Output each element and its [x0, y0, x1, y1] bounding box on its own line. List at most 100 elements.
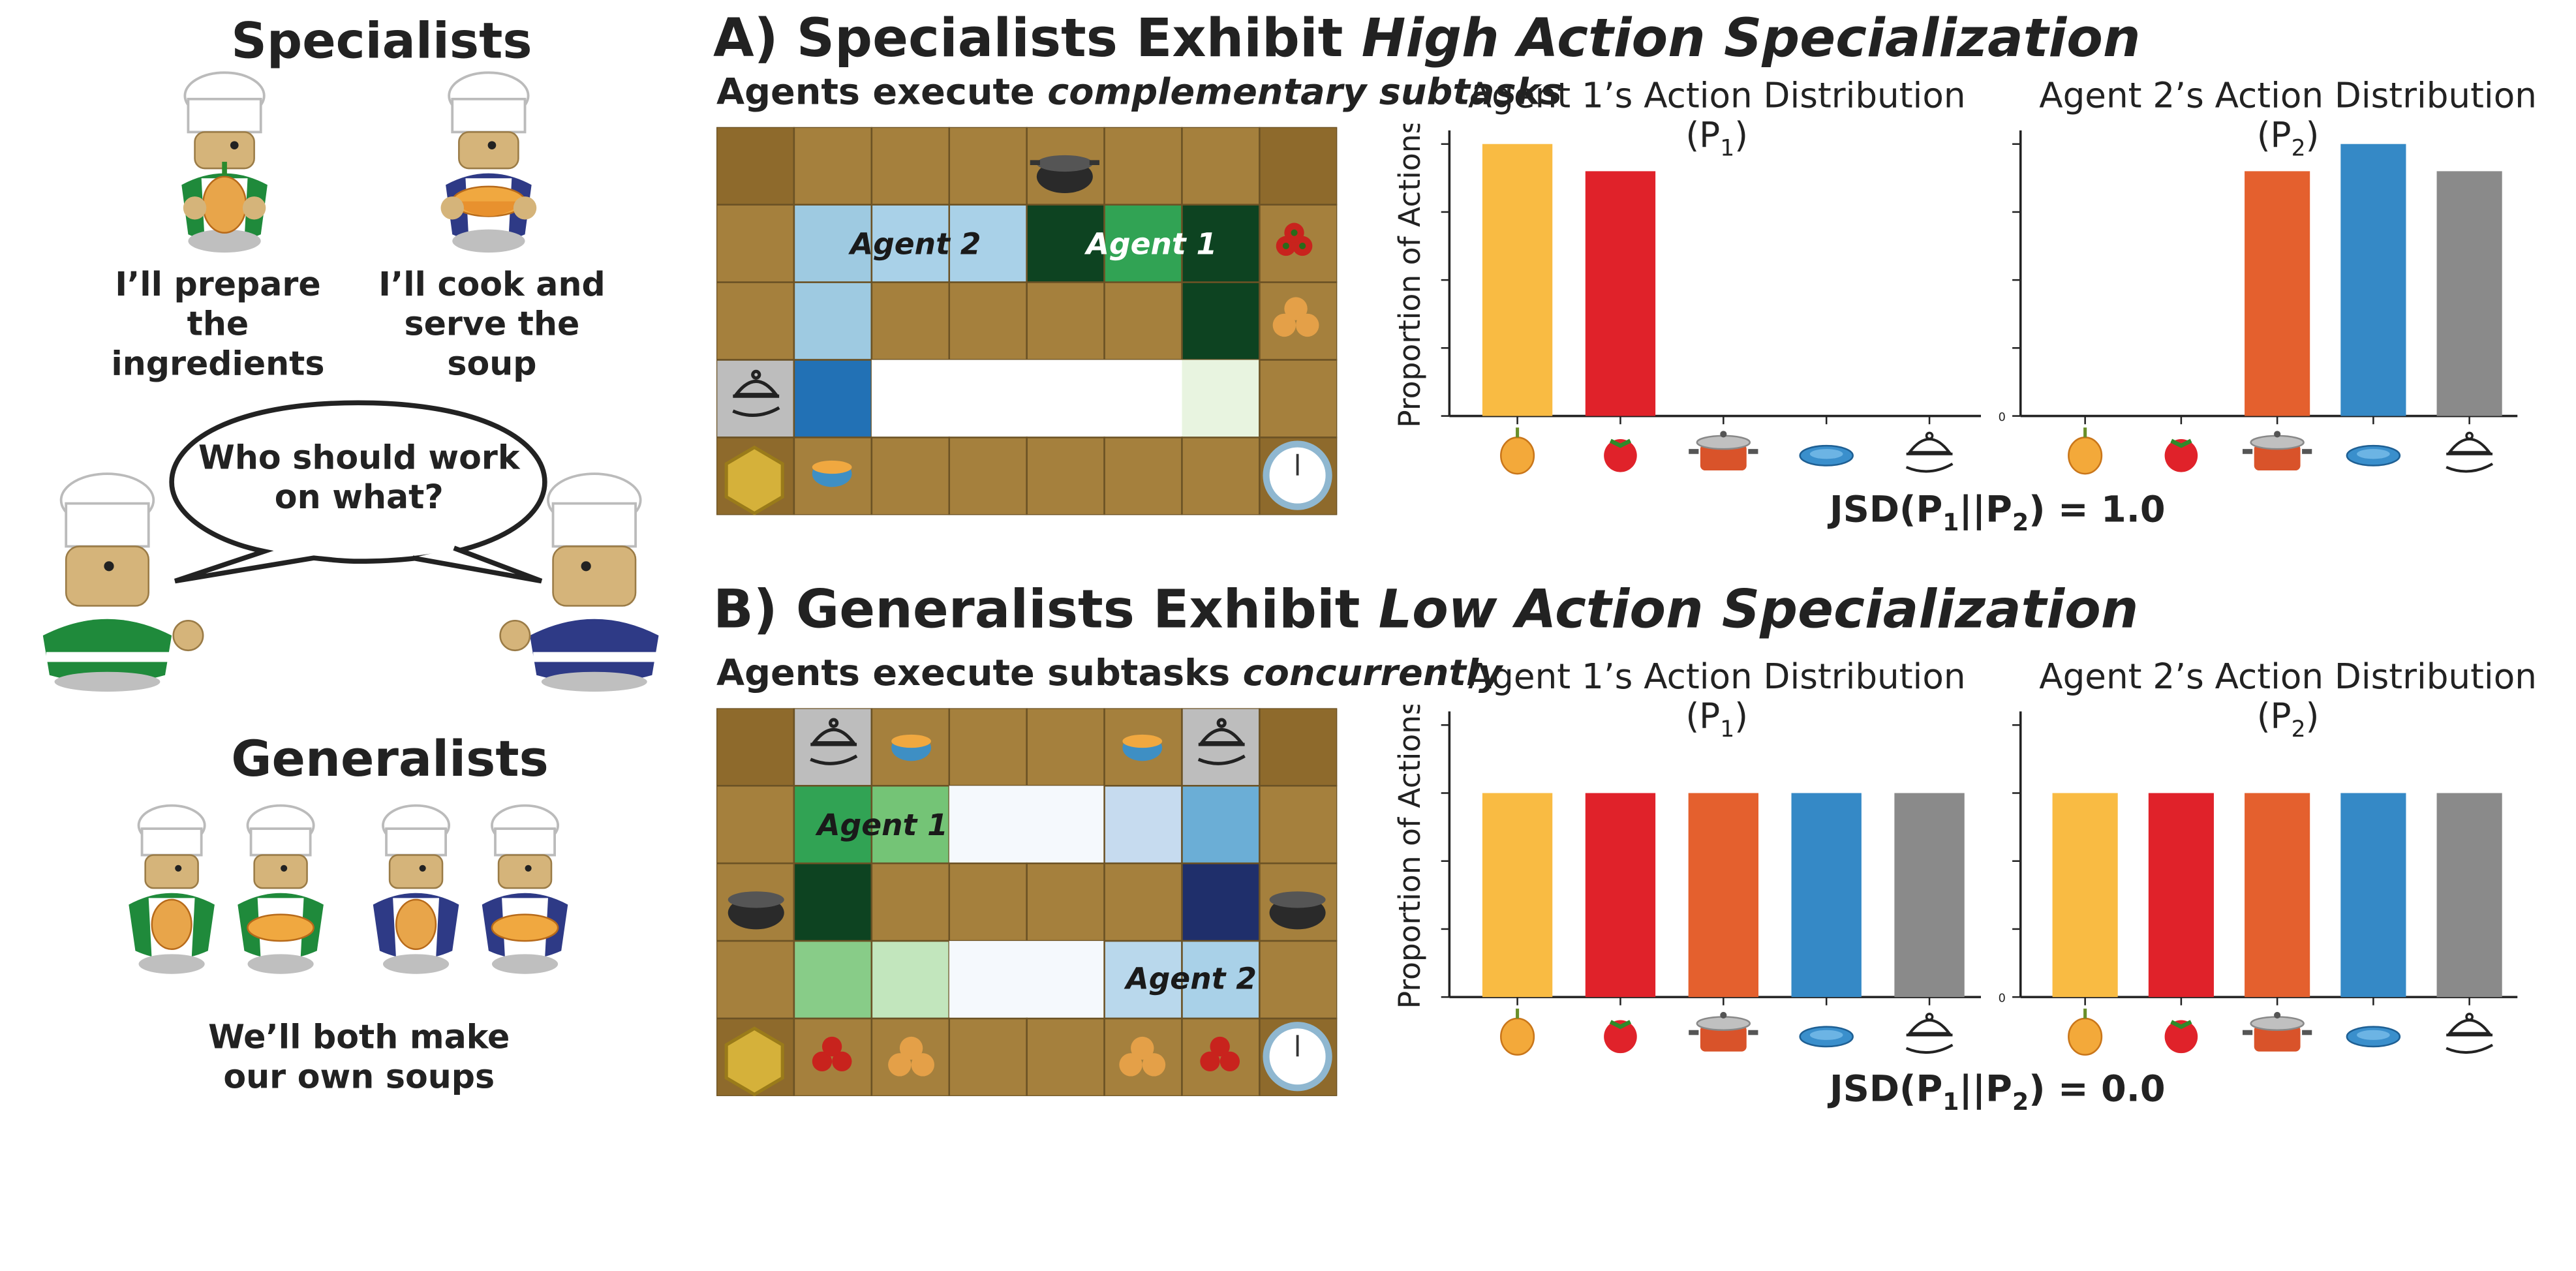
generalists-title: Generalists	[231, 731, 549, 789]
specialist-chef-green-icon	[181, 71, 268, 253]
jsd-a: JSD(P1||P2) = 1.0	[1830, 490, 2166, 538]
bubble-line: on what?	[274, 477, 444, 517]
bar-serve	[2436, 171, 2502, 416]
chart-b2-title: Agent 2’s Action Distribution (P2)	[2039, 656, 2537, 743]
generalist-chefs-icon	[129, 804, 568, 974]
serving-cloche-icon	[1197, 718, 1246, 765]
onion-icon	[1500, 1008, 1535, 1056]
onion-icon	[2068, 427, 2103, 475]
specialist-1-caption: I’ll prepare the ingredients	[86, 264, 350, 383]
serving-cloche-icon	[810, 718, 858, 765]
tomato-icon	[2164, 438, 2198, 472]
onion-crate-icon	[888, 1036, 934, 1077]
kitchen-grid-a	[716, 127, 1338, 515]
pot-icon	[2243, 431, 2312, 471]
section-a-title-plain: Specialists Exhibit	[796, 7, 1362, 70]
chart-b1-title: Agent 1’s Action Distribution (P1)	[1467, 656, 1966, 743]
chart-b1: Proportion of Actions	[1392, 705, 1981, 1056]
generalists-caption: We’ll both make our own soups	[198, 1017, 520, 1095]
soup-bowl-icon	[891, 734, 931, 761]
specialists-title: Specialists	[231, 13, 532, 71]
grid-a-title-italic: complementary subtasks	[1047, 72, 1562, 114]
dish-icon	[2346, 1026, 2401, 1048]
specialist-2-caption: I’ll cook and serve the soup	[360, 264, 624, 383]
onion-icon	[2068, 1008, 2103, 1056]
timer-icon	[1263, 1022, 1332, 1092]
bubble-line: Who should work	[198, 437, 520, 478]
hexagon-icon	[724, 1026, 784, 1096]
bar-onion	[2052, 793, 2118, 998]
pot-icon	[1030, 155, 1099, 194]
pot-icon	[1689, 1011, 1758, 1052]
y-axis-label: Proportion of Actions	[1392, 124, 1427, 428]
bar-dish	[2340, 144, 2406, 416]
kitchen-grid-b	[716, 708, 1338, 1096]
caption-line: We’ll both make	[208, 1017, 510, 1057]
bar-onion	[1482, 793, 1553, 998]
section-b-title: B) Generalists Exhibit Low Action Specia…	[713, 578, 2138, 641]
serving-cloche-icon	[2446, 1013, 2494, 1054]
speech-bubble-text: Who should work on what?	[198, 437, 520, 516]
y-axis-label: Proportion of Actions	[1392, 705, 1427, 1009]
grid-b-title: Agents execute subtasks concurrently	[716, 653, 1502, 696]
y-tick-label: 0	[1999, 411, 2006, 424]
tomato-icon	[1604, 1020, 1637, 1054]
chart-b2: 0	[1999, 711, 2518, 1056]
bar-serve	[1894, 793, 1965, 998]
section-b-title-italic: Low Action Specialization	[1378, 577, 2139, 641]
caption-line: the ingredients	[111, 303, 325, 383]
pot-icon	[1269, 891, 1326, 930]
section-a-label: A)	[713, 7, 778, 70]
dish-icon	[1799, 1026, 1854, 1048]
caption-line: I’ll cook and	[378, 264, 606, 304]
onion-icon	[1500, 427, 1535, 475]
serving-cloche-icon	[2446, 431, 2494, 473]
jsd-b: JSD(P1||P2) = 0.0	[1830, 1069, 2166, 1117]
chart-a2: 0	[1999, 130, 2518, 475]
speech-bubble-shape	[169, 400, 547, 584]
agent-2-label-a: Agent 2	[850, 228, 981, 263]
bar-serve	[2436, 793, 2502, 998]
chart-a1-title: Agent 1’s Action Distribution (P1)	[1467, 76, 1966, 162]
specialist-chef-blue-icon	[440, 71, 537, 253]
caption-line: serve the soup	[404, 303, 580, 383]
bar-tomato	[1585, 793, 1656, 998]
pot-icon	[2243, 1011, 2312, 1052]
serving-cloche-icon	[732, 369, 780, 417]
tomato-icon	[1604, 438, 1637, 472]
bar-dish	[1791, 793, 1862, 998]
bar-pot	[1688, 793, 1758, 998]
section-b-title-plain: Generalists Exhibit	[795, 577, 1379, 641]
serving-cloche-icon	[1905, 1013, 1954, 1054]
soup-bowl-icon	[812, 460, 852, 487]
bar-dish	[2340, 793, 2406, 998]
bar-tomato	[1585, 171, 1656, 416]
caption-line: I’ll prepare	[115, 264, 321, 304]
tomato-icon	[2164, 1020, 2198, 1054]
serving-cloche-icon	[1905, 431, 1954, 473]
grid-b-title-italic: concurrently	[1242, 653, 1503, 696]
pot-icon	[1689, 431, 1758, 471]
chart-a2-title: Agent 2’s Action Distribution (P2)	[2039, 76, 2537, 162]
dish-icon	[2346, 444, 2401, 467]
bar-pot	[2245, 171, 2310, 416]
hexagon-icon	[724, 445, 784, 515]
tomato-crate-icon	[1200, 1036, 1240, 1071]
pot-icon	[728, 891, 784, 930]
caption-line: our own soups	[223, 1056, 495, 1096]
grid-b-title-plain: Agents execute subtasks	[716, 653, 1243, 696]
agent-2-label-b: Agent 2	[1126, 962, 1257, 998]
chef-blue-icon	[499, 472, 659, 692]
grid-a-title: Agents execute complementary subtasks	[716, 72, 1562, 114]
onion-crate-icon	[1272, 297, 1319, 337]
chef-green-icon	[42, 472, 204, 692]
bar-pot	[2245, 793, 2310, 998]
tomato-crate-icon	[1276, 222, 1313, 256]
tomato-crate-icon	[812, 1036, 852, 1071]
section-a-title-italic: High Action Specialization	[1361, 7, 2141, 70]
section-b-label: B)	[713, 577, 778, 641]
dish-icon	[1799, 444, 1854, 467]
bar-tomato	[2148, 793, 2214, 998]
bar-onion	[1482, 144, 1553, 416]
onion-crate-icon	[1119, 1036, 1166, 1077]
